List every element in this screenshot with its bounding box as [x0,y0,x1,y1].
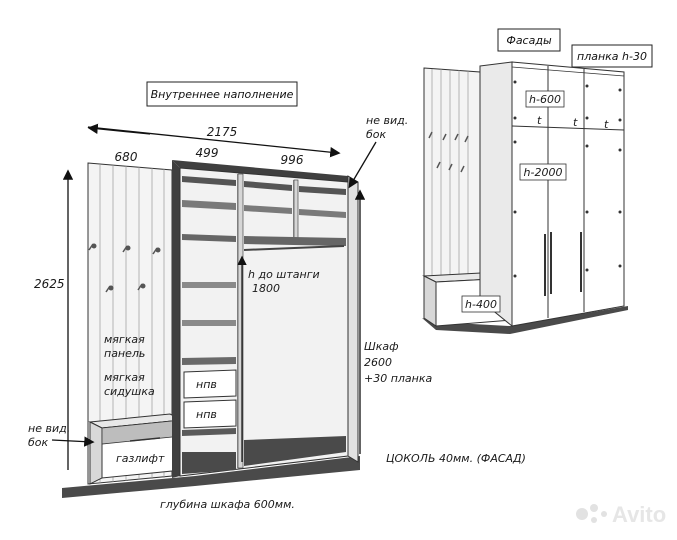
leader-arrow [348,141,377,189]
wardrobe-body [172,160,359,478]
t-label-1: t [537,114,542,127]
not-visible-side-left-2: бок [28,436,49,449]
gaslift-label: газлифт [116,452,165,465]
svg-text:Внутреннее наполнение: Внутреннее наполнение [151,88,294,101]
coat-hook-icon [88,243,161,293]
coat-hook-icon-right [428,131,469,173]
rod-height-label-2: 1800 [252,282,280,295]
height-dimension: 2625 [34,169,74,470]
gaslift-bench [88,413,184,485]
not-visible-side-top-2: бок [366,128,387,141]
drawer-label-1: нпв [196,378,217,391]
dim-996: 996 [281,153,304,167]
leader-arrow-left [51,436,95,447]
rod-height-label-1: h до штанги [248,268,320,281]
internal-filling-title: Внутреннее наполнение [146,81,298,107]
avito-watermark: Avito [576,502,666,527]
wardrobe-facade [479,61,625,328]
hallway-panel-right [423,67,481,311]
soft-seat-label-2: сидушка [104,385,155,398]
t-label-3: t [604,118,609,131]
svg-text:h-400: h-400 [465,298,497,311]
svg-text:2625: 2625 [34,277,65,291]
dim-680: 680 [115,150,138,164]
t-label-2: t [573,116,578,129]
depth-label: глубина шкафа 600мм. [160,498,295,511]
plinth-label: ЦОКОЛЬ 40мм. (ФАСАД) [386,452,526,465]
floor-base-right [422,306,628,334]
total-width-dimension: 2175 [87,123,341,158]
wardrobe-label-1: Шкаф [364,340,399,353]
facades-title: Фасады [497,28,561,52]
drawer-label-2: нпв [196,408,217,421]
floor-base [62,456,360,498]
plank-title: планка h-30 [571,44,653,68]
h2000-label: h-2000 [519,163,567,181]
wardrobe-label-2: 2600 [364,356,392,369]
svg-text:2175: 2175 [207,125,238,139]
svg-text:h-600: h-600 [529,93,561,106]
not-visible-side-left-1: не вид. [28,422,70,435]
soft-seat-label-1: мягкая [104,371,145,384]
soft-panel-label-2: панель [104,347,145,360]
h600-label: h-600 [525,90,565,108]
not-visible-side-top-1: не вид. [366,114,408,127]
svg-text:Фасады: Фасады [506,34,552,47]
svg-text:Avito: Avito [612,502,666,527]
h400-label: h-400 [461,295,501,313]
soft-panel-label-1: мягкая [104,333,145,346]
svg-text:h-2000: h-2000 [524,166,563,179]
dim-499: 499 [196,146,219,160]
svg-text:планка h-30: планка h-30 [577,50,647,63]
wardrobe-label-3: +30 планка [364,372,433,385]
